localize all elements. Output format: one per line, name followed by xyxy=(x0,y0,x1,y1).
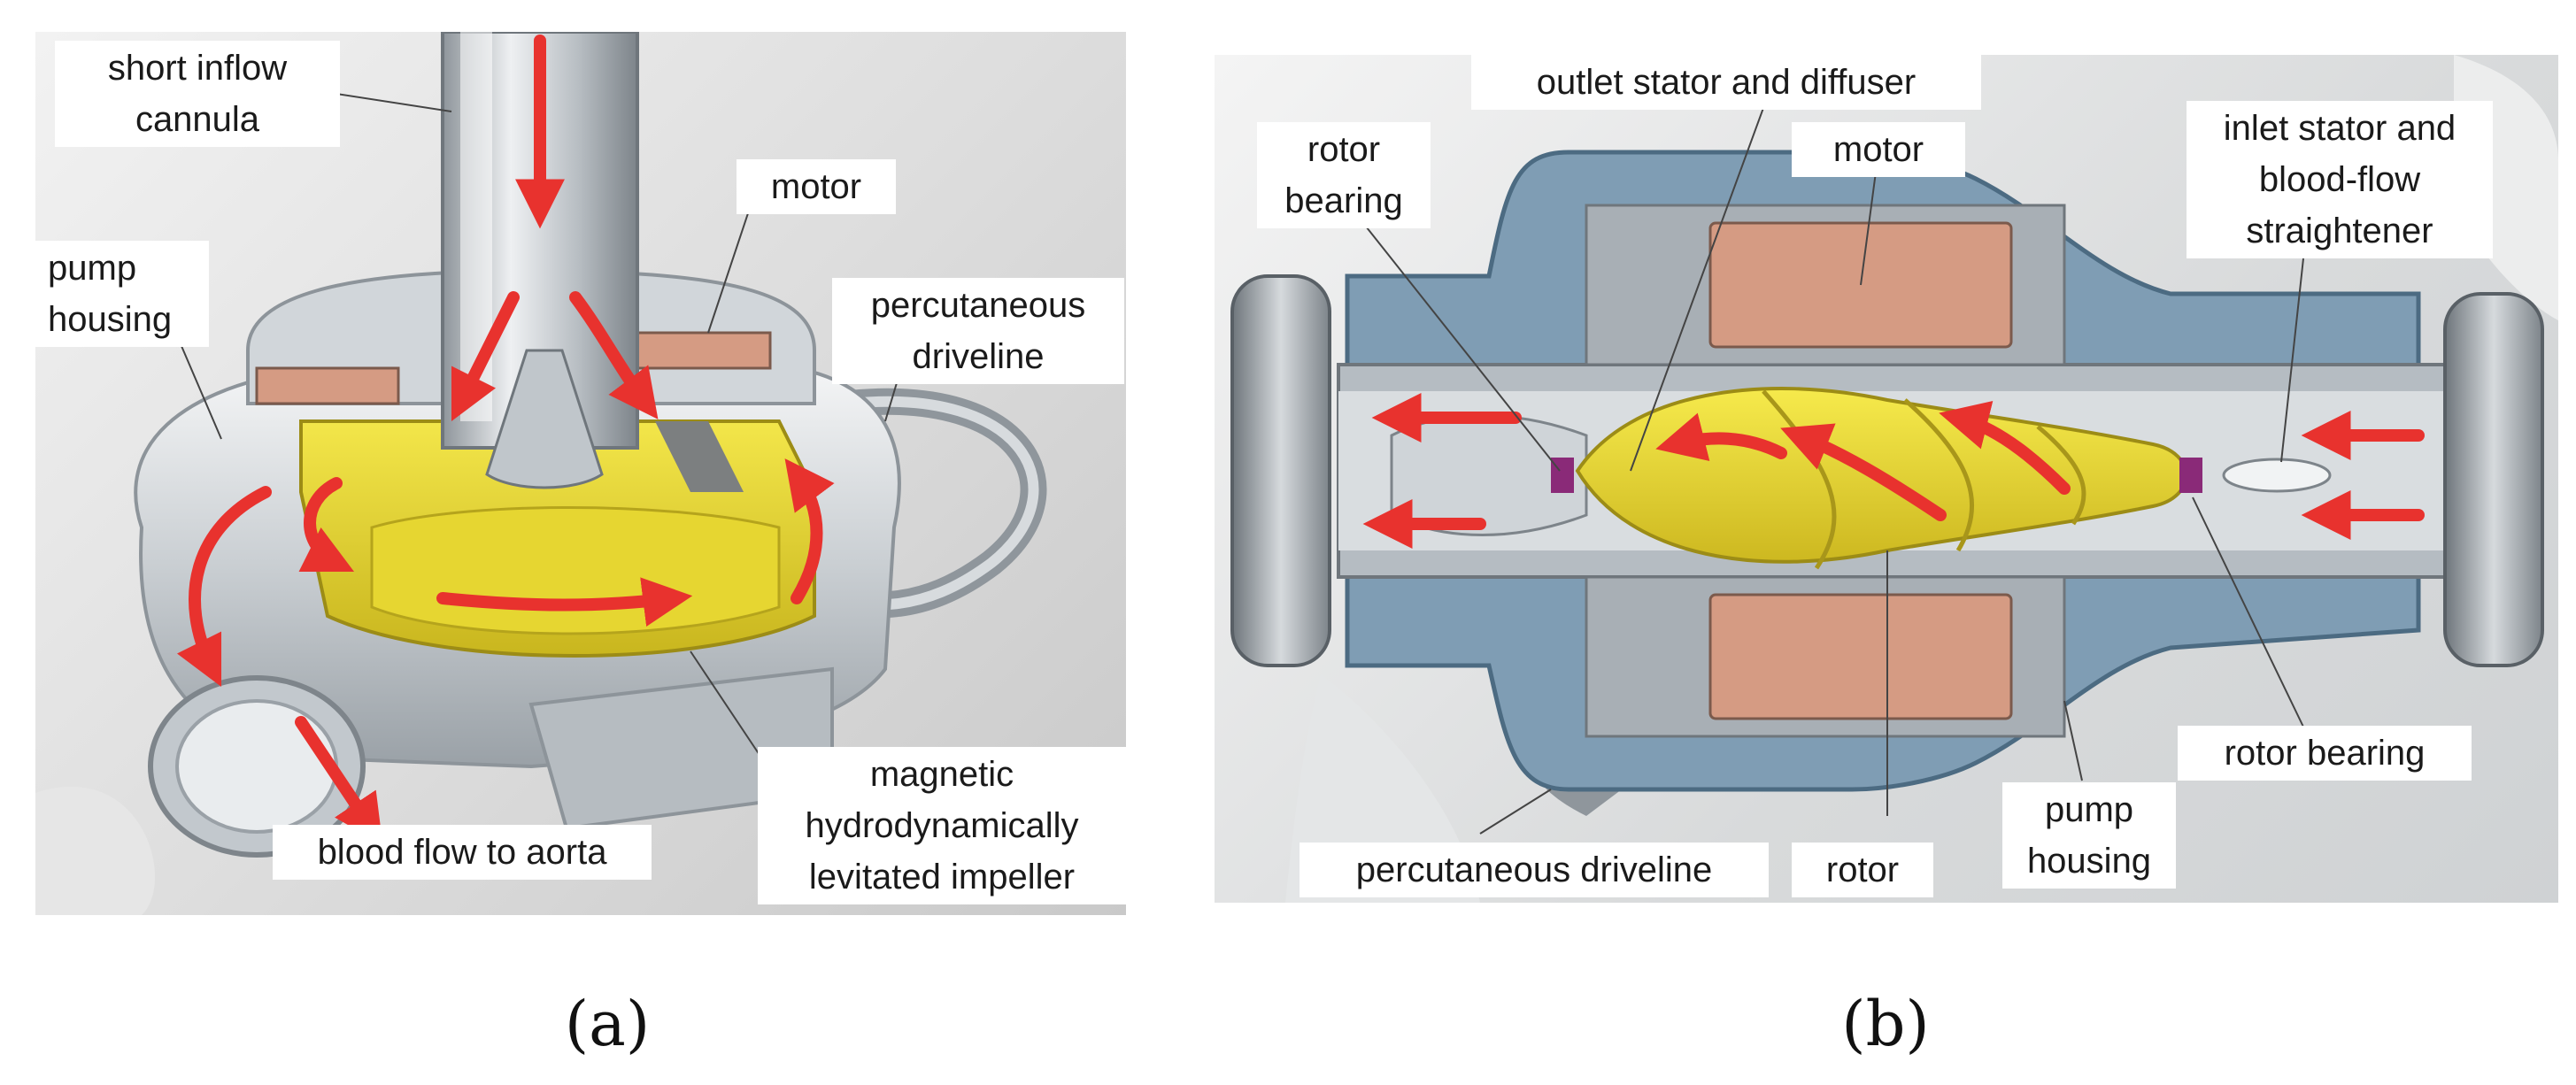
inlet-end-ring xyxy=(2443,292,2544,667)
motor-coil-right xyxy=(636,331,772,370)
flow-arrow-left-inner xyxy=(451,291,520,422)
inlet-stator xyxy=(2222,458,2332,493)
flow-arrow-impeller-right xyxy=(784,458,835,604)
center-cone xyxy=(485,349,604,489)
leader-rotor-bearing-left xyxy=(1355,213,1561,472)
flow-arrow-rotor-2 xyxy=(1780,423,1947,521)
label-outlet-stator-diffuser: outlet stator and diffuser xyxy=(1471,55,1981,110)
label-percutaneous-driveline: percutaneous driveline xyxy=(1300,843,1769,897)
flow-arrow-outflow xyxy=(295,716,383,845)
impeller-cutaway xyxy=(655,421,744,492)
flow-arrow-housing xyxy=(176,486,272,688)
label-impeller: magnetic hydrodynamically levitated impe… xyxy=(758,747,1126,904)
label-motor: motor xyxy=(1792,122,1965,177)
leader-outlet-stator xyxy=(1630,107,1764,472)
flow-arrow-impeller-front xyxy=(436,577,693,627)
label-blood-flow-to-aorta: blood flow to aorta xyxy=(273,825,652,880)
impeller-lower-disc xyxy=(370,506,781,635)
flow-arrows xyxy=(176,35,835,845)
label-rotor: rotor xyxy=(1792,843,1933,897)
rotor-blades xyxy=(1762,389,2086,570)
motor-coil-left xyxy=(255,366,400,405)
flow-arrow-rotor-3 xyxy=(1655,412,1787,462)
label-percutaneous-driveline: percutaneous driveline xyxy=(832,278,1124,384)
leader-inlet-stator xyxy=(2280,258,2304,463)
flow-arrows xyxy=(1362,393,2425,549)
flow-arrow-right-inner xyxy=(569,291,659,419)
caption-a: (a) xyxy=(564,988,651,1060)
panel-a-illustration xyxy=(35,32,1047,915)
label-inlet-stator-straightener: inlet stator and blood-flow straightener xyxy=(2187,101,2493,258)
label-pump-housing: pump housing xyxy=(2002,782,2176,889)
label-short-inflow-cannula: short inflow cannula xyxy=(55,41,340,147)
background-shape xyxy=(35,786,155,915)
motor-coil-bottom xyxy=(1708,593,2013,720)
flow-arrow-impeller-left xyxy=(298,477,355,573)
rotor-blade-3 xyxy=(2036,425,2086,526)
label-pump-housing: pump housing xyxy=(35,241,209,347)
rotor-bearing-right xyxy=(2179,458,2202,493)
label-rotor-bearing-left: rotor bearing xyxy=(1257,122,1431,228)
leader-driveline xyxy=(1479,789,1552,835)
flow-arrow-rotor-1 xyxy=(1939,401,2071,495)
caption-b: (b) xyxy=(1841,988,1930,1060)
panel-b-illustration xyxy=(1230,55,2558,903)
leader-pump-housing xyxy=(2063,700,2083,781)
label-motor: motor xyxy=(737,159,896,214)
label-rotor-bearing-right: rotor bearing xyxy=(2178,726,2472,781)
rotor-blade-2 xyxy=(1903,398,1975,552)
leader-rotor-bearing-right xyxy=(2192,496,2313,746)
outlet-end-ring xyxy=(1230,274,1331,667)
rotor-blade-1 xyxy=(1762,389,1837,570)
panel-a-centrifugal-pump: short inflow cannula motor pump housing … xyxy=(35,32,1126,915)
panel-b-axial-pump: outlet stator and diffuser rotor bearing… xyxy=(1215,55,2558,903)
outflow-tube-opening xyxy=(175,699,338,834)
leader-cannula xyxy=(335,93,452,112)
